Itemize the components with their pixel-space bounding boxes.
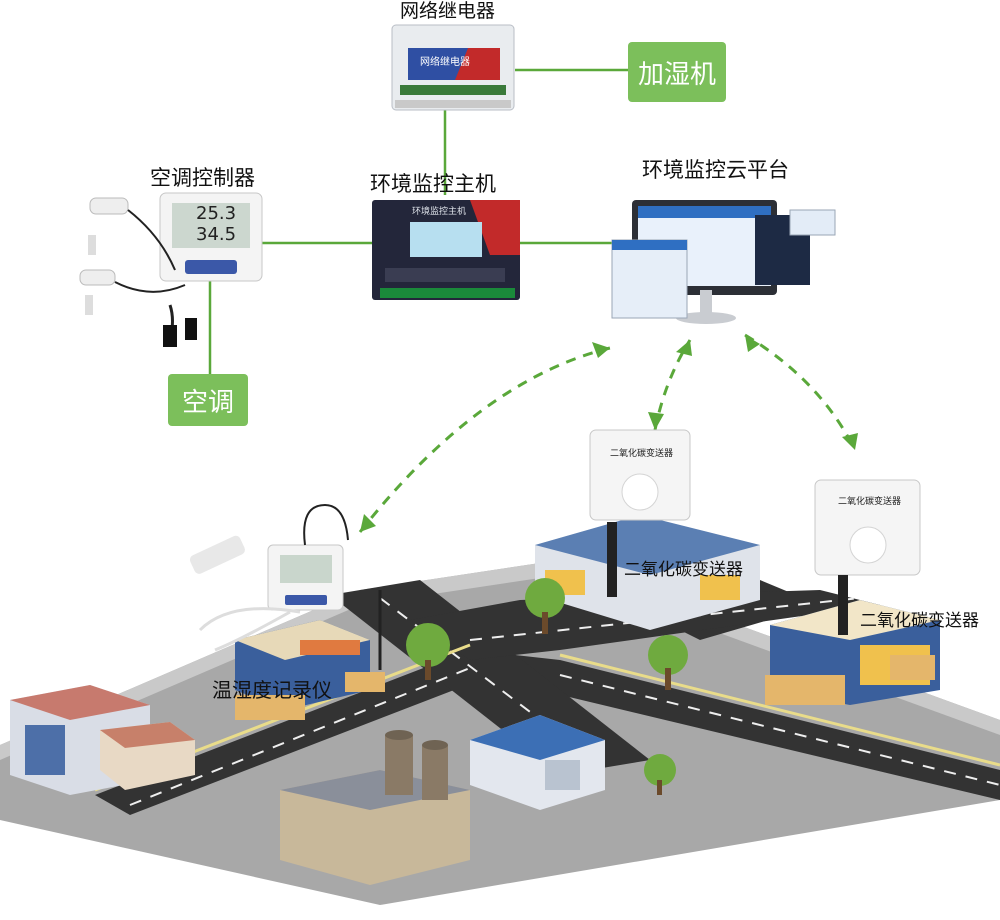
ac-controller-label: 空调控制器 (150, 166, 255, 190)
trees (406, 578, 688, 795)
th-recorder-device (189, 503, 382, 670)
co2-transmitter-1-label: 二氧化碳变送器 (624, 560, 743, 580)
wireless-links (358, 333, 857, 533)
th-recorder-label: 温湿度记录仪 (212, 678, 332, 702)
co2-transmitter-1-device (589, 429, 691, 597)
co2-face-text-1: 二氧化碳变送器 (610, 449, 674, 459)
pallets (235, 655, 935, 720)
network-relay-label: 网络继电器 (400, 0, 496, 22)
building-left-office (10, 685, 195, 795)
env-host-label: 环境监控主机 (370, 172, 496, 196)
ac-temp-readout: 25.3 (196, 203, 237, 224)
env-host-device (372, 200, 520, 300)
co2-transmitter-2-device (814, 479, 921, 635)
air-conditioner-label: 空调 (181, 387, 234, 418)
ac-controller-device (159, 192, 263, 282)
building-warehouse-mid (470, 715, 605, 810)
humidifier-box: 加湿机 (628, 42, 726, 102)
host-face-text: 环境监控主机 (412, 207, 467, 217)
building-factory (280, 730, 470, 885)
ac-hum-readout: 34.5 (196, 224, 237, 245)
building-left-small (235, 620, 370, 710)
network-relay-device (391, 24, 515, 111)
co2-face-text-2: 二氧化碳变送器 (838, 497, 902, 507)
wired-links (208, 68, 628, 375)
air-conditioner-box: 空调 (168, 374, 248, 426)
building-warehouse-top (535, 515, 760, 630)
relay-face-text: 网络继电器 (420, 57, 470, 68)
wireless-arrows (360, 335, 858, 532)
cloud-platform-screens (611, 200, 836, 324)
cloud-platform-label: 环境监控云平台 (642, 158, 789, 182)
co2-transmitter-2-label: 二氧化碳变送器 (860, 611, 979, 631)
ac-sensors (79, 197, 197, 347)
humidifier-label: 加湿机 (637, 59, 716, 90)
